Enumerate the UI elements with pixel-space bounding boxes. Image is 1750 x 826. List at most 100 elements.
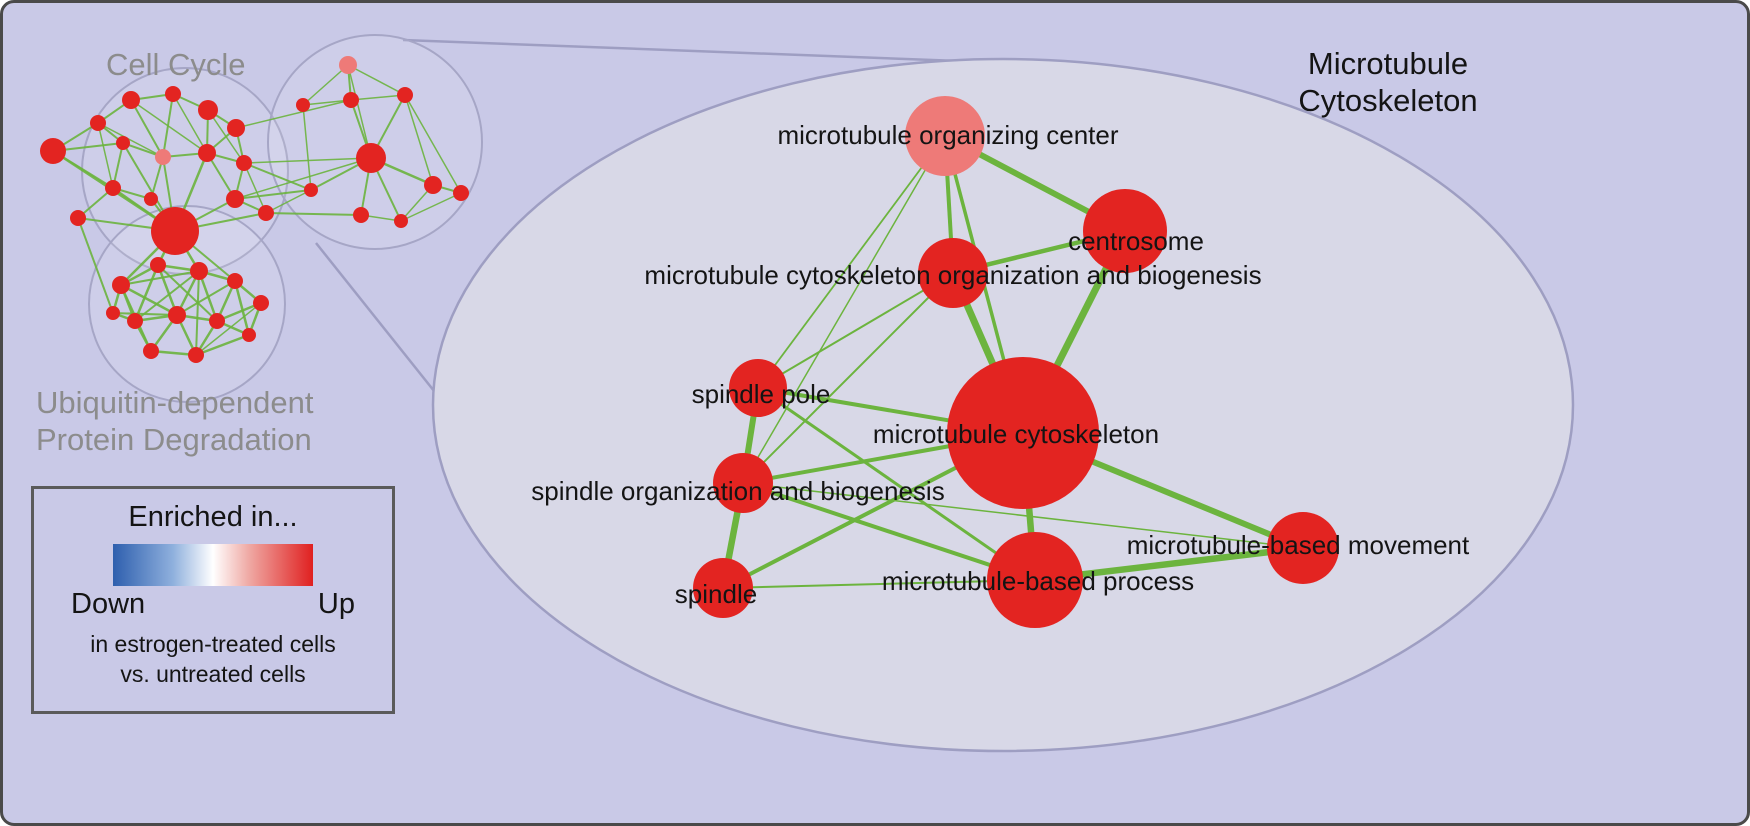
mini-edge xyxy=(347,64,406,96)
mini-node xyxy=(209,313,225,329)
zoom-connector-line xyxy=(402,38,1014,65)
mini-edge xyxy=(97,122,164,158)
mini-node xyxy=(353,207,369,223)
mini-edge xyxy=(265,212,362,216)
legend-gradient-bar xyxy=(113,544,313,586)
mini-edge xyxy=(172,93,208,154)
mini-node xyxy=(127,313,143,329)
mini-node xyxy=(397,87,413,103)
mini-edge xyxy=(404,94,434,186)
mini-node xyxy=(198,144,216,162)
mini-edge xyxy=(404,94,462,194)
mini-edge xyxy=(302,64,349,106)
mini-node xyxy=(116,136,130,150)
mini-node xyxy=(343,92,359,108)
mini-edge xyxy=(133,264,160,322)
legend-caption-line1: in estrogen-treated cells xyxy=(90,631,336,657)
detail-node-2 xyxy=(918,238,988,308)
detail-node-label: centrosome xyxy=(1068,226,1204,256)
mini-node xyxy=(70,210,86,226)
detail-title-line2: Cytoskeleton xyxy=(1298,83,1478,119)
mini-node xyxy=(165,86,181,102)
detail-labels-group: microtubule organizing center centrosome m… xyxy=(531,120,1470,609)
mini-edge xyxy=(176,280,236,316)
mini-edge xyxy=(235,99,352,129)
cluster-label-ubiquitin: Ubiquitin-dependent Protein Degradation xyxy=(36,385,314,458)
detail-edge xyxy=(742,481,1036,582)
detail-edge xyxy=(742,272,954,484)
mini-node xyxy=(258,205,274,221)
cluster-label-cell-cycle: Cell Cycle xyxy=(106,47,246,82)
mini-node xyxy=(143,343,159,359)
cluster-circle-ubiquitin-degradation xyxy=(88,205,286,403)
mini-node xyxy=(226,190,244,208)
detail-edge xyxy=(742,135,946,484)
mini-edge xyxy=(350,94,406,101)
network-scene: microtubule organizing center centrosome m… xyxy=(40,34,1575,753)
detail-title: Microtubule Cytoskeleton xyxy=(1265,45,1511,119)
mini-node xyxy=(356,143,386,173)
detail-edge xyxy=(757,386,1036,582)
mini-edge xyxy=(243,162,312,191)
mini-node xyxy=(304,183,318,197)
mini-edge xyxy=(162,93,174,158)
mini-node xyxy=(168,306,186,324)
mini-node xyxy=(236,155,252,171)
mini-edge xyxy=(195,270,200,356)
legend-up-label: Up xyxy=(317,588,355,620)
mini-edge xyxy=(347,64,372,159)
mini-node xyxy=(242,328,256,342)
mini-edge xyxy=(233,280,251,336)
cluster-label-ubiquitin-line1: Ubiquitin-dependent xyxy=(36,385,314,420)
legend-caption-line2: vs. untreated cells xyxy=(120,661,306,688)
detail-node-label: microtubule-based process xyxy=(882,566,1194,596)
detail-node-label: spindle pole xyxy=(692,379,831,409)
mini-edge xyxy=(120,283,178,317)
mini-node xyxy=(394,214,408,228)
detail-title-line1: Microtubule xyxy=(1307,46,1469,81)
mini-node xyxy=(190,262,208,280)
detail-edge xyxy=(757,135,946,389)
mini-node xyxy=(155,149,171,165)
mini-node xyxy=(151,207,199,255)
overview-nodes-group xyxy=(40,56,469,363)
detail-node-3 xyxy=(729,359,787,417)
detail-node-7 xyxy=(987,532,1083,628)
detail-node-label: spindle organization and biogenesis xyxy=(531,476,944,506)
mini-edge xyxy=(234,189,312,200)
mini-edge xyxy=(302,104,312,191)
mini-node xyxy=(144,192,158,206)
mini-node xyxy=(188,347,204,363)
mini-node xyxy=(453,185,469,201)
detail-node-5 xyxy=(713,453,773,513)
detail-node-label: microtubule cytoskeleton organization an… xyxy=(644,260,1261,290)
mini-node xyxy=(253,295,269,311)
detail-node-8 xyxy=(1267,512,1339,584)
legend-down-label: Down xyxy=(71,588,146,620)
mini-node xyxy=(112,276,130,294)
mini-node xyxy=(296,98,310,112)
detail-node-1 xyxy=(1083,189,1167,273)
mini-edge xyxy=(130,99,164,158)
mini-edge xyxy=(120,270,200,286)
cluster-circles-group xyxy=(81,34,483,403)
mini-edge xyxy=(234,157,372,200)
mini-edge xyxy=(302,99,352,106)
mini-node xyxy=(339,56,357,74)
cluster-label-ubiquitin-line2: Protein Degradation xyxy=(36,421,312,457)
mini-node xyxy=(106,306,120,320)
detail-node-label: microtubule-based movement xyxy=(1127,530,1470,560)
legend-caption: in estrogen-treated cells vs. untreated … xyxy=(34,629,392,690)
detail-node-0 xyxy=(905,96,985,176)
legend-box: Enriched in... Down Up in estrogen-treat… xyxy=(31,486,395,714)
mini-edge xyxy=(195,302,262,356)
mini-node xyxy=(40,138,66,164)
detail-edge xyxy=(742,482,1304,549)
detail-node-4 xyxy=(947,357,1099,509)
mini-edge xyxy=(400,192,462,222)
mini-node xyxy=(198,100,218,120)
detail-node-6 xyxy=(693,558,753,618)
detail-node-label: microtubule organizing center xyxy=(777,120,1118,150)
mini-node xyxy=(122,91,140,109)
